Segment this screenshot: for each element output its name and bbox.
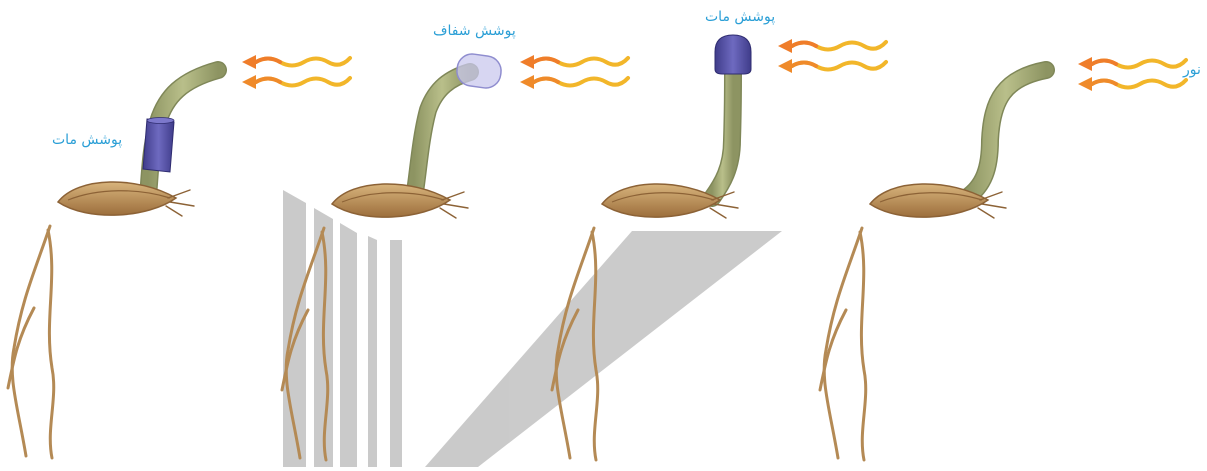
seedling: [8, 70, 218, 458]
seedling: [820, 70, 1046, 460]
light-ray: [1078, 57, 1186, 71]
light-ray: [778, 59, 886, 73]
opaque-sleeve-cover: [143, 118, 174, 173]
label-sleeve-opaque: پوشش مات: [52, 132, 122, 148]
light-ray: [520, 75, 628, 89]
light-ray: [242, 75, 350, 89]
light-ray: [520, 55, 628, 69]
watermark-logo: [283, 190, 782, 467]
label-cap-opaque: پوشش مات: [705, 9, 775, 25]
label-light: نور: [1183, 62, 1201, 78]
light-ray: [242, 55, 350, 69]
light-ray: [778, 39, 886, 53]
light-ray: [1078, 77, 1186, 91]
opaque-cap-cover: [715, 35, 751, 74]
label-cap-transparent: پوشش شفاف: [433, 23, 516, 39]
